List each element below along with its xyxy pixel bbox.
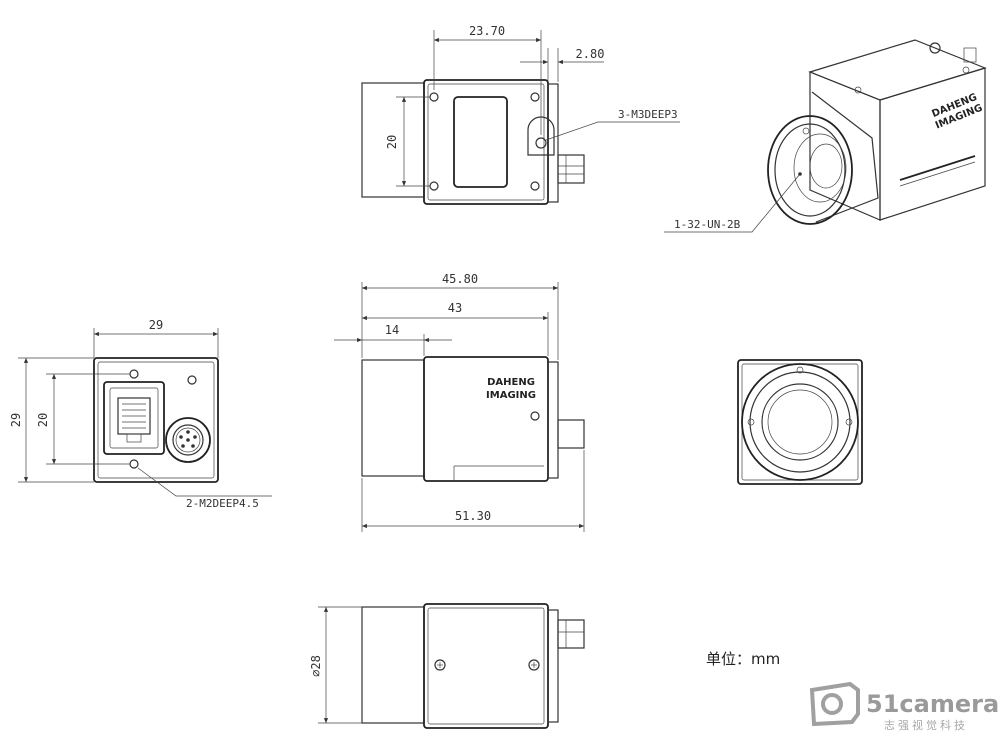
watermark-name: 51camera — [866, 690, 999, 718]
note-top-screws: 3-M3DEEP3 — [618, 108, 678, 121]
screw-hole — [129, 369, 139, 379]
dim-side-body: 43 — [448, 301, 462, 315]
screw-hole — [129, 459, 139, 469]
back-plate — [93, 357, 219, 483]
screw-hole — [530, 92, 540, 102]
side-view: DAHENG IMAGING 45.80 43 14 51.30 — [334, 272, 585, 532]
bottom-connector — [557, 619, 585, 649]
note-lens-thread: 1-32-UN-2B — [674, 218, 741, 231]
bottom-lens-tube — [361, 606, 425, 724]
dim-top-width: 23.70 — [469, 24, 505, 38]
watermark-logo: 51camera 志强视觉科技 — [809, 681, 999, 732]
screw-hole — [530, 411, 540, 421]
rj45-port — [103, 381, 165, 455]
iso-top-face — [808, 39, 987, 101]
watermark-tagline: 志强视觉科技 — [884, 718, 968, 732]
side-body — [423, 356, 549, 482]
top-view: 23.70 2.80 20 3-M3DEEP3 — [361, 24, 680, 205]
screw-hole — [929, 42, 941, 54]
front-lens-mount — [741, 363, 859, 481]
dim-side-overall: 51.30 — [455, 509, 491, 523]
top-label-recess — [453, 96, 508, 188]
dim-back-height-inner: 20 — [36, 413, 50, 427]
camera-logo-icon — [809, 681, 860, 727]
dim-bottom-diameter: ∅28 — [309, 655, 323, 677]
side-lens-tube — [361, 359, 425, 477]
screw-hole — [434, 659, 446, 671]
iso-lens-outer — [767, 115, 853, 225]
front-plate — [737, 359, 863, 485]
iso-side-face — [879, 67, 986, 221]
isometric-view: DAHENG IMAGING 1-32-UN-2B — [664, 39, 987, 233]
screw-hole — [429, 181, 439, 191]
dim-back-width: 29 — [149, 318, 163, 332]
dim-top-offset: 2.80 — [576, 47, 605, 61]
front-view — [737, 359, 863, 485]
top-body — [423, 79, 549, 205]
side-brand-line2: IMAGING — [486, 390, 536, 401]
dim-side-total: 45.80 — [442, 272, 478, 286]
screw-hole — [535, 137, 547, 149]
bottom-view: ∅28 — [309, 603, 585, 729]
dim-top-height: 20 — [385, 135, 399, 149]
note-back-screws: 2-M2DEEP4.5 — [186, 497, 259, 510]
io-connector — [165, 417, 211, 463]
screw-hole — [429, 92, 439, 102]
iso-lens-inner — [793, 133, 847, 203]
dim-back-height-outer: 29 — [9, 413, 23, 427]
screw-hole — [528, 659, 540, 671]
screw-hole — [530, 181, 540, 191]
back-view: 29 29 20 2-M2DEEP4.5 — [9, 318, 272, 510]
top-connector — [557, 154, 585, 184]
iso-front-face — [809, 71, 881, 221]
side-brand-line1: DAHENG — [487, 377, 535, 388]
unit-label: 单位：mm — [706, 650, 780, 668]
dim-side-lens: 14 — [385, 323, 399, 337]
side-connector — [557, 419, 585, 449]
